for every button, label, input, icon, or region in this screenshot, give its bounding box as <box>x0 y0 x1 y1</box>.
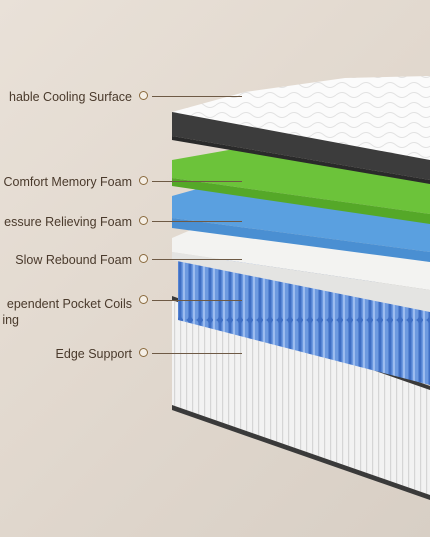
callout-memory-foam-label: Comfort Memory Foam <box>3 175 133 189</box>
callout-leader-line <box>152 353 242 354</box>
callout-slow-rebound-label: Slow Rebound Foam <box>15 253 132 267</box>
callout-marker-icon <box>139 295 148 304</box>
callout-leader-line <box>152 300 242 301</box>
cooling-surface-layer <box>172 76 430 184</box>
callout-cooling-surface-label: hable Cooling Surface <box>9 90 132 104</box>
callout-pocket-coils-label: ependent Pocket Coils <box>6 297 132 311</box>
comfort-memory-foam-layer <box>172 148 430 224</box>
callout-marker-icon <box>139 216 148 225</box>
callout-marker-icon <box>139 176 148 185</box>
callout-leader-line <box>152 181 242 182</box>
callout-pocket-coils-label-line2: ing <box>2 313 19 327</box>
callout-marker-icon <box>139 91 148 100</box>
callout-marker-icon <box>139 348 148 357</box>
callout-edge-support-label: Edge Support <box>55 347 132 361</box>
pressure-relieving-foam-layer <box>172 184 430 262</box>
callout-leader-line <box>152 259 242 260</box>
slow-rebound-foam-layer <box>172 226 430 312</box>
callout-marker-icon <box>139 254 148 263</box>
callout-pressure-foam-label: essure Relieving Foam <box>4 215 132 229</box>
callout-leader-line <box>152 221 242 222</box>
callout-leader-line <box>152 96 242 97</box>
